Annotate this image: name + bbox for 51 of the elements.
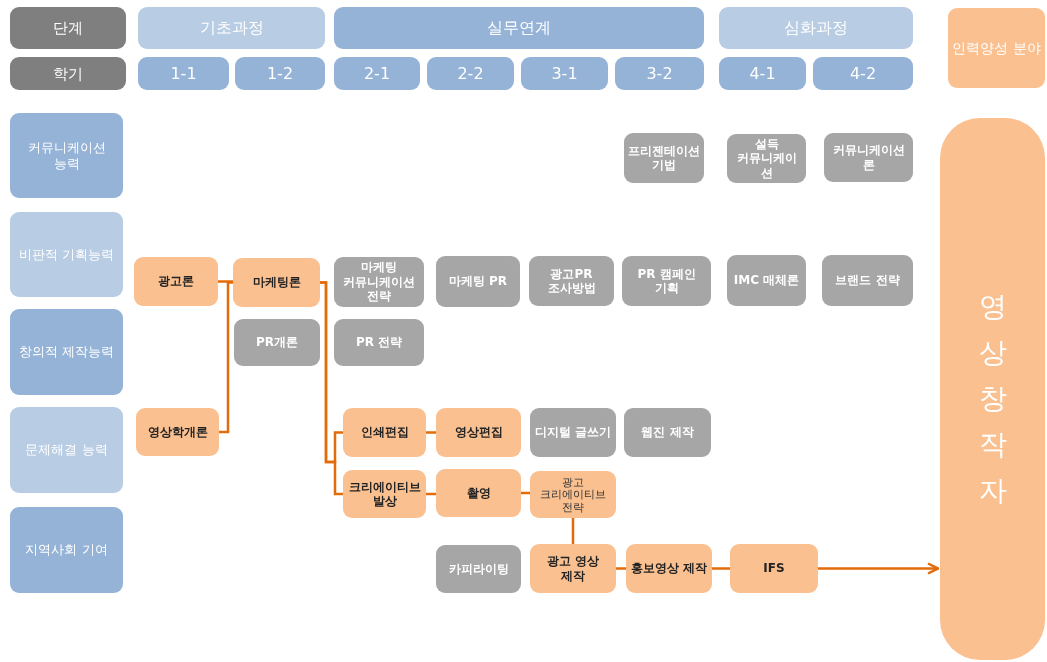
career-field-box: 인력양성 분야 [948,8,1045,88]
competency-box: 창의적 제작능력 [10,309,123,395]
connector-line [616,567,626,570]
course-box: 설득 커뮤니케이션 [727,134,806,183]
semester-band: 2-2 [427,57,514,90]
course-box: 홍보영상 제작 [626,544,712,593]
course-box: 커뮤니케이션론 [824,133,913,182]
course-box: 마케팅론 [233,258,320,307]
course-box: 크리에이티브 발상 [343,470,426,518]
arrow [818,562,940,575]
connector-line [571,518,575,544]
course-box: IMC 매체론 [727,255,806,306]
course-box: 마케팅 PR [436,256,520,307]
course-box: 영상학개론 [136,408,219,456]
course-box: 광고PR 조사방법 [529,256,614,306]
course-box: 광고 영상 제작 [530,544,616,593]
connector-line [219,281,233,434]
semester-label: 학기 [10,57,126,90]
course-box: 광고 크리에이티브 전략 [530,471,616,518]
competency-box: 커뮤니케이션 능력 [10,113,123,198]
course-box: 웹진 제작 [624,408,711,457]
semester-band: 1-2 [235,57,325,90]
semester-band: 1-1 [138,57,229,90]
semester-band: 3-1 [521,57,608,90]
semester-band: 4-2 [813,57,913,90]
course-box: 프리젠테이션기법 [624,133,704,183]
course-box: 광고론 [134,257,218,306]
course-box: PR개론 [234,319,320,366]
course-box: 카피라이팅 [436,545,521,593]
course-stage-band: 심화과정 [719,7,913,49]
connector-line [426,431,436,434]
course-box: 촬영 [436,469,521,517]
semester-band: 3-2 [615,57,704,90]
competency-box: 비판적 기획능력 [10,212,123,297]
course-box: IFS [730,544,818,593]
career-box: 영상창작자 [940,118,1045,660]
competency-box: 지역사회 기여 [10,507,123,593]
course-box: 디지털 글쓰기 [530,408,616,457]
course-box: 인쇄편집 [343,408,426,457]
semester-band: 2-1 [334,57,420,90]
course-box: 영상편집 [436,408,521,457]
course-stage-band: 실무연계 [334,7,704,49]
semester-band: 4-1 [719,57,806,90]
competency-box: 문제해결 능력 [10,407,123,493]
course-box: 마케팅 커뮤니케이션 전략 [334,257,424,307]
course-box: PR 전략 [334,319,424,366]
course-box: 브랜드 전략 [822,255,913,306]
connector-line [712,567,730,570]
stage-label: 단계 [10,7,126,49]
course-box: PR 캠페인 기획 [622,256,711,306]
course-stage-band: 기초과정 [138,7,325,49]
